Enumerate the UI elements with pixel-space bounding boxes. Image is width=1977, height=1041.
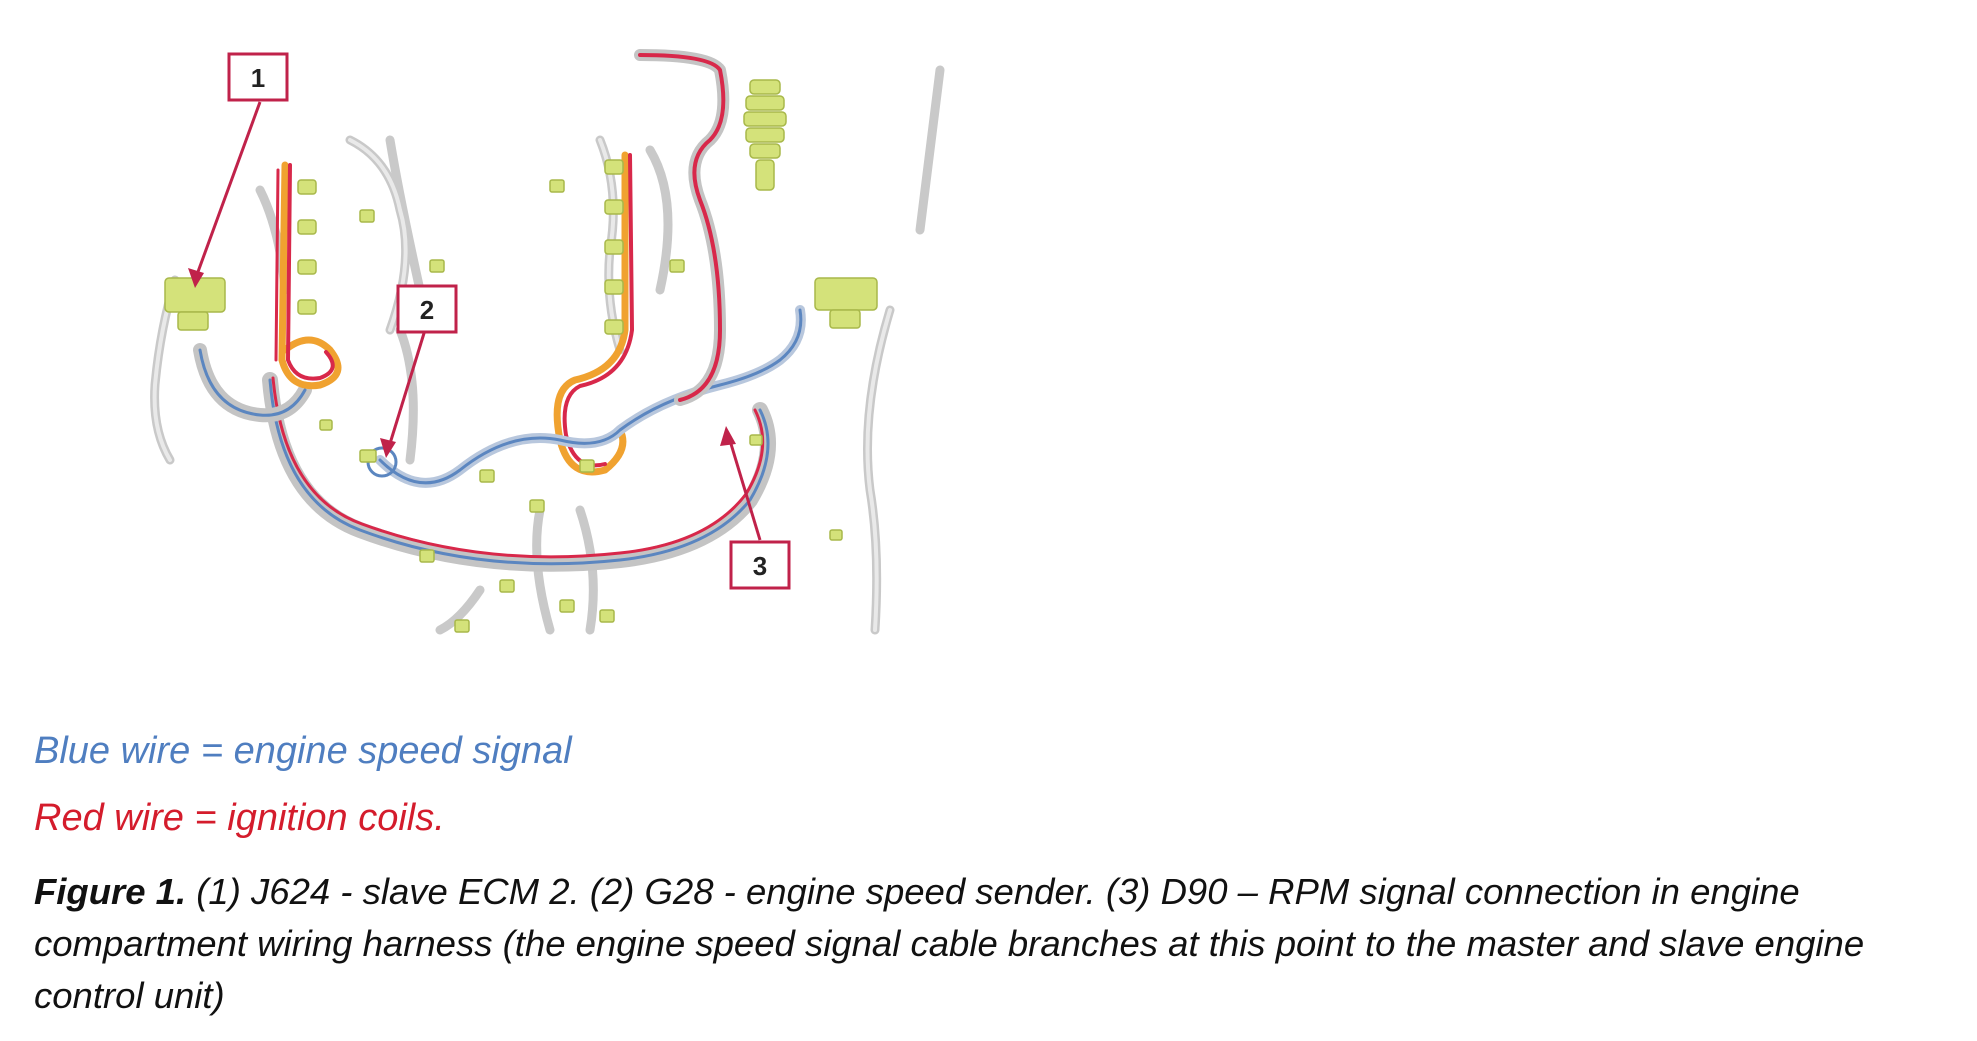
legend-red-wire: Red wire = ignition coils. (34, 797, 445, 839)
callout-label: 1 (251, 63, 265, 93)
wiring-harness-diagram: 1 2 3 (150, 49, 945, 635)
harness-bundles (150, 49, 945, 635)
callout-label: 3 (753, 551, 767, 581)
connectors (164, 79, 878, 633)
callout-2: 2 (380, 284, 458, 458)
callout-3: 3 (720, 426, 791, 590)
caption-label: Figure 1. (34, 871, 187, 912)
legend-blue-wire: Blue wire = engine speed signal (34, 730, 572, 772)
figure-caption: Figure 1. (1) J624 - slave ECM 2. (2) G2… (34, 866, 1954, 1022)
callout-label: 2 (420, 295, 434, 325)
caption-text: (1) J624 - slave ECM 2. (2) G28 - engine… (34, 871, 1865, 1016)
callout-1: 1 (188, 52, 289, 288)
